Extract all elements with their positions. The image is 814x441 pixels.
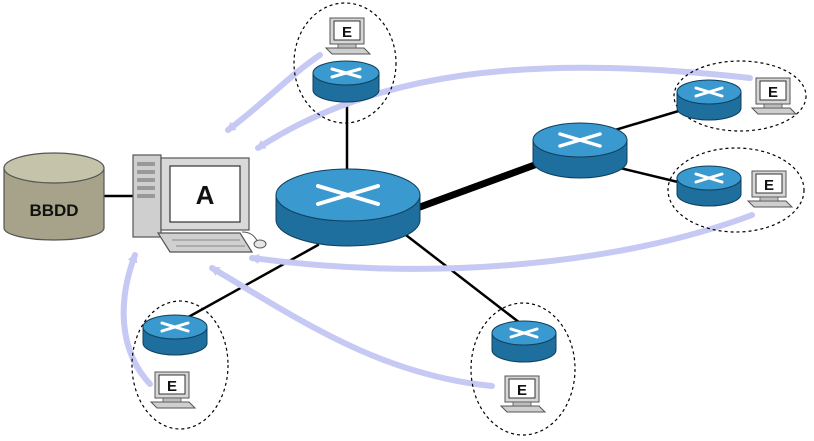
link-core-bottom-center xyxy=(400,230,522,325)
group-top-right xyxy=(673,60,807,132)
endpoint-label: E xyxy=(167,378,177,395)
group-mid-right xyxy=(667,147,805,233)
arrow-from-bottom-left-endpoint xyxy=(120,252,153,387)
endpoint-mid-right: E xyxy=(747,170,793,208)
endpoint-bottom-center: E xyxy=(500,375,546,413)
endpoint-top-right: E xyxy=(751,77,797,115)
link-core-right-router xyxy=(416,159,544,211)
endpoint-top: E xyxy=(325,17,371,55)
endpoint-label: E xyxy=(342,24,352,41)
arrow-from-mid-right-endpoint xyxy=(249,212,755,272)
endpoints: E E E E E xyxy=(150,17,797,413)
network-links xyxy=(101,100,684,325)
router-bottom-left xyxy=(142,314,208,356)
endpoint-label: E xyxy=(768,84,778,101)
router-top-right xyxy=(676,79,742,121)
arrows xyxy=(120,52,755,389)
router-mid-right xyxy=(676,165,742,207)
group-bottom-center xyxy=(470,302,576,436)
link-core-bottom-left xyxy=(181,243,320,322)
central-station-label: A xyxy=(196,180,215,210)
link-right-router-top-right xyxy=(613,108,684,132)
group-bottom-left xyxy=(131,300,229,430)
router-right-hub xyxy=(532,122,628,179)
database: BBDD xyxy=(3,152,105,241)
endpoint-groups xyxy=(131,2,807,436)
arrow-from-top-right-endpoint xyxy=(255,64,753,151)
endpoint-label: E xyxy=(764,177,774,194)
arrow-from-bottom-endpoint xyxy=(209,265,495,389)
router-core xyxy=(275,168,421,247)
group-top xyxy=(293,2,397,124)
router-bottom-center xyxy=(491,320,557,363)
central-station: A xyxy=(132,154,267,253)
router-top xyxy=(312,60,380,103)
routers xyxy=(142,60,742,363)
endpoint-label: E xyxy=(517,382,527,399)
arrow-from-top-endpoint xyxy=(225,52,323,133)
database-label: BBDD xyxy=(29,201,78,220)
link-right-router-mid-right xyxy=(618,166,684,185)
endpoint-bottom-left: E xyxy=(150,371,196,409)
